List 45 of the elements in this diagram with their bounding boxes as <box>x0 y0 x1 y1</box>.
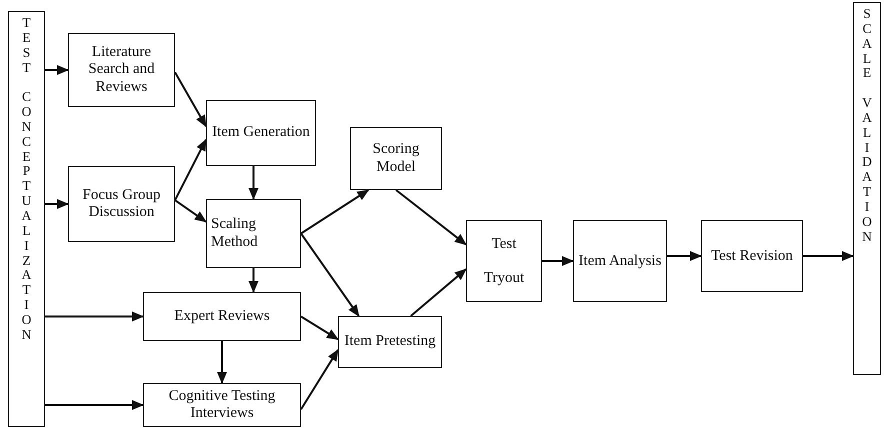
arrow <box>667 251 702 261</box>
process-box <box>68 33 175 107</box>
arrow <box>410 268 467 317</box>
arrow <box>174 138 207 201</box>
process-box <box>143 292 301 341</box>
process-box <box>338 316 442 368</box>
step-label: Test Revision <box>711 246 793 266</box>
process-box <box>68 166 175 242</box>
stage-label: TEST CONCEPTUALIZATION <box>21 16 32 343</box>
step-label: Literature Search and Reviews <box>87 44 156 96</box>
arrow <box>803 251 854 261</box>
arrow <box>45 400 144 410</box>
process-box <box>573 220 667 302</box>
process-box <box>143 383 301 427</box>
arrow <box>300 316 339 340</box>
step-label: Item Generation <box>212 124 310 142</box>
step-label: Scoring Model <box>372 141 420 176</box>
arrow <box>300 348 339 410</box>
arrow <box>45 312 144 322</box>
step-label: Scaling Method <box>211 216 259 251</box>
arrow <box>300 232 360 317</box>
arrow <box>300 189 370 234</box>
step-label: Test Tryout <box>482 234 526 288</box>
arrow <box>248 166 258 200</box>
process-box <box>466 220 542 302</box>
arrow <box>174 72 207 128</box>
arrow <box>217 341 227 384</box>
step-label: Focus Group Discussion <box>82 186 162 222</box>
stage-label: SCALE VALIDATION <box>862 7 872 244</box>
process-box <box>350 127 442 190</box>
stage-bar <box>853 2 881 375</box>
process-box <box>206 199 301 268</box>
arrow <box>45 199 69 209</box>
arrow <box>542 256 574 266</box>
step-label: Cognitive Testing Interviews <box>168 388 276 422</box>
step-label: Item Pretesting <box>344 333 436 351</box>
arrow <box>45 65 69 75</box>
process-box <box>701 220 803 292</box>
step-label: Expert Reviews <box>174 308 270 326</box>
stage-bar <box>8 11 45 427</box>
arrow <box>395 189 467 246</box>
process-box <box>206 100 316 166</box>
step-label: Item Analysis <box>578 252 662 271</box>
arrow <box>174 199 207 223</box>
arrow <box>248 268 258 293</box>
